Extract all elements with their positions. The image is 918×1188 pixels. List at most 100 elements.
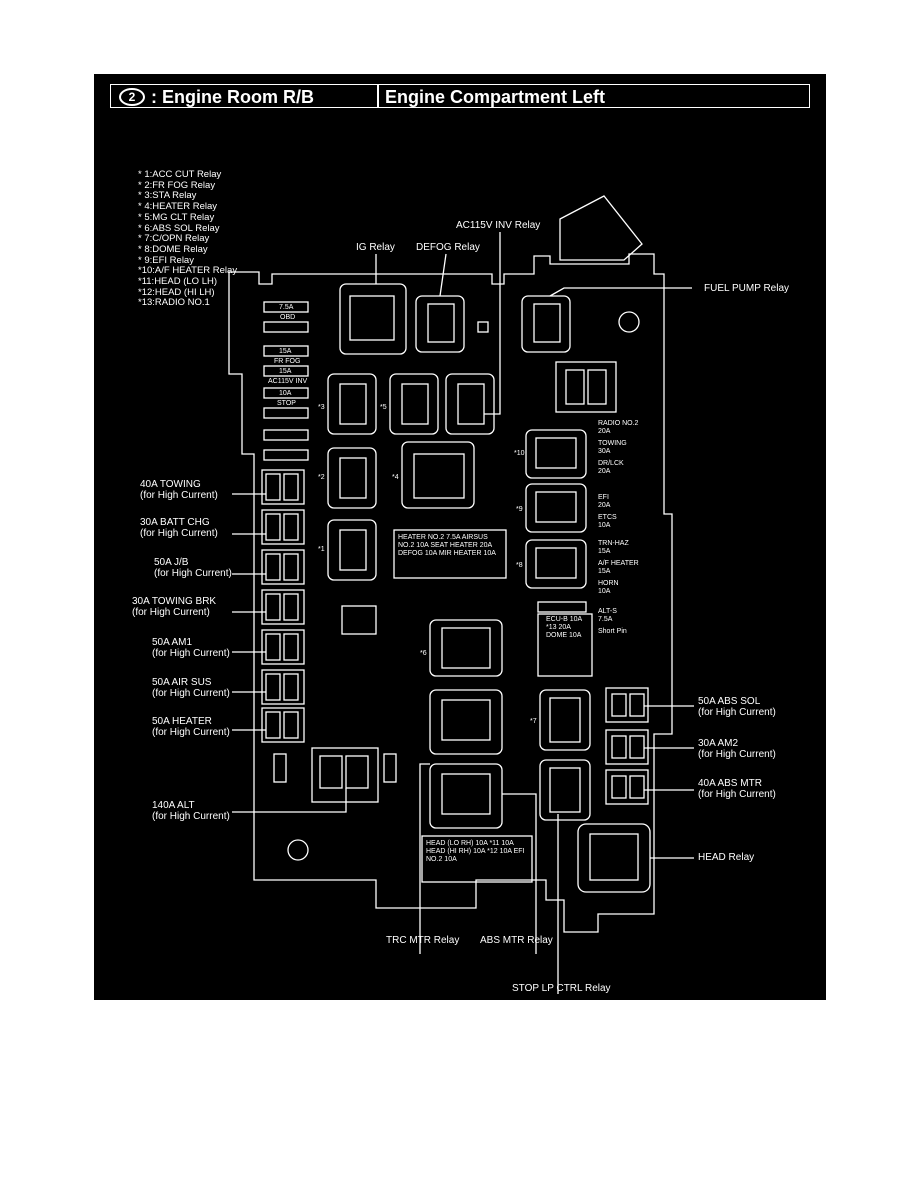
fuse-12: *12	[487, 848, 498, 855]
ac115v-inv-relay-label: AC115V INV Relay	[456, 220, 541, 231]
abs-mtr-relay-label: ABS MTR Relay	[480, 935, 553, 946]
fuse-amp: 30A	[598, 448, 611, 455]
ecu-fuse-block: ECU-B 10A *13 20A DOME 10A	[546, 616, 582, 640]
heater-50a-sub: (for High Current)	[152, 727, 230, 738]
leader-trc	[419, 763, 430, 954]
fuel-pump-relay-label: FUEL PUMP Relay	[704, 283, 790, 294]
leader-defog	[439, 253, 447, 297]
legend-item: *11:HEAD (LO LH)	[138, 276, 218, 288]
jb-50a-sub: (for High Current)	[154, 568, 232, 579]
fuse-amp: 15A	[598, 568, 611, 575]
fuse-amp: 20A	[598, 468, 611, 475]
alt-140a-title: 140A ALT	[152, 800, 195, 811]
legend-item: * 5:MG CLT Relay	[138, 211, 215, 223]
circled-number: 2	[119, 88, 145, 106]
batt-chg-title: 30A BATT CHG	[140, 517, 210, 528]
batt-chg-sub: (for High Current)	[140, 528, 218, 539]
fuse-dome: DOME 10A	[546, 632, 582, 640]
abs-mtr-40a-label: 40A ABS MTR(for High Current)	[698, 778, 776, 800]
fuse-heater-no2: HEATER NO.2	[398, 534, 445, 541]
fuse-airsus-no2-amp: 10A	[416, 542, 429, 549]
air-sus-sub: (for High Current)	[152, 688, 230, 699]
fuse-stop-label: STOP	[277, 400, 296, 407]
fuse-efi-no2: EFI NO.2	[426, 848, 525, 863]
fuse-short-pin: Short Pin	[598, 628, 639, 648]
legend-item: * 4:HEATER Relay	[138, 201, 218, 213]
fuse-13: *13 20A	[546, 624, 582, 632]
fuse-ecu-b: ECU-B 10A	[546, 616, 582, 624]
fuse-name: ECU-B	[546, 616, 568, 623]
alt-140a-label: 140A ALT(for High Current)	[152, 800, 230, 822]
fuse-amp: 20A	[598, 502, 611, 509]
header-right: Engine Compartment Left	[378, 84, 810, 108]
am2-title: 30A AM2	[698, 738, 739, 749]
relay-tag-9: *9	[516, 506, 523, 513]
air-sus-label: 50A AIR SUS(for High Current)	[152, 677, 230, 699]
bottom-fuse-strip: HEAD (LO RH) 10A *11 10A HEAD (HI RH) 10…	[426, 840, 530, 864]
fuse-heater-no2-amp: 7.5A	[446, 534, 461, 541]
am1-title: 50A AM1	[152, 637, 193, 648]
towing-40a-label: 40A TOWING(for High Current)	[140, 479, 218, 501]
fuse-name: A/F HEATER	[598, 560, 639, 567]
relay-tag-7: *7	[530, 718, 537, 725]
fuse-amp: 10A	[598, 588, 611, 595]
fuse-head-lo-rh: HEAD (LO RH)	[426, 840, 474, 847]
fuse-amp: 20A	[558, 624, 571, 631]
fuse-mir-heater: MIR HEATER	[438, 550, 482, 557]
batt-chg-label: 30A BATT CHG(for High Current)	[140, 517, 218, 539]
fuse-seat-heater: SEAT HEATER	[430, 542, 478, 549]
leader-abs	[502, 793, 537, 954]
fuse-name: RADIO NO.2	[598, 420, 639, 427]
diagram-panel: 2 : Engine Room R/B Engine Compartment Le…	[94, 74, 826, 1000]
fuse-defog-amp: 10A	[424, 550, 437, 557]
legend-item: *13:RADIO NO.1	[138, 297, 210, 309]
fuse-name: ALT-S	[598, 608, 617, 615]
fuse-head-hi-rh-amp: 10A	[473, 848, 486, 855]
stop-lp-ctrl-relay-label: STOP LP CTRL Relay	[512, 983, 611, 994]
box-outline	[228, 253, 673, 933]
fuse-11: *11	[489, 840, 500, 847]
jb-50a-title: 50A J/B	[154, 557, 189, 568]
abs-sol-label: 50A ABS SOL(for High Current)	[698, 696, 776, 718]
header-left-title: : Engine Room R/B	[151, 87, 314, 107]
fuse-amp-15a: 15A	[279, 348, 292, 355]
top-connector	[559, 195, 643, 261]
legend-item: * 1:ACC CUT Relay	[138, 169, 222, 180]
jb-50a-label: 50A J/B(for High Current)	[154, 557, 232, 579]
fuse-obd-label: OBD	[280, 314, 296, 321]
fuse-name: HORN	[598, 580, 619, 587]
towing-40a-title: 40A TOWING	[140, 479, 201, 490]
fuse-box-drawing	[228, 195, 694, 994]
relay-tag-1: *1	[318, 546, 325, 553]
heater-50a-label: 50A HEATER(for High Current)	[152, 716, 230, 738]
fuse-name: *13	[546, 624, 557, 631]
fuse-name: DR/LCK	[598, 460, 624, 467]
fuse-amp-10a: 10A	[279, 390, 292, 397]
abs-mtr-40a-title: 40A ABS MTR	[698, 778, 762, 789]
towing-brk-title: 30A TOWING BRK	[132, 596, 217, 607]
defog-relay-label: DEFOG Relay	[416, 242, 480, 253]
towing-brk-label: 30A TOWING BRK(for High Current)	[132, 596, 216, 618]
fuse-name: EFI	[598, 494, 609, 501]
header-right-title: Engine Compartment Left	[385, 87, 606, 107]
legend-item: *12:HEAD (HI LH)	[138, 286, 215, 298]
fuse-head-hi-rh: HEAD (HI RH)	[426, 848, 472, 855]
relay-tag-6: *6	[420, 650, 427, 657]
air-sus-title: 50A AIR SUS	[152, 677, 212, 688]
fuse-amp: 10A	[569, 616, 583, 623]
trc-mtr-relay-label: TRC MTR Relay	[386, 935, 460, 946]
fuse-amp: 7.5A	[598, 616, 613, 623]
fuse-head-lo-rh-amp: 10A	[475, 840, 488, 847]
alt-140a-sub: (for High Current)	[152, 811, 230, 822]
header-left: 2 : Engine Room R/B	[110, 84, 378, 108]
fuse-amp: 10A	[568, 632, 582, 639]
